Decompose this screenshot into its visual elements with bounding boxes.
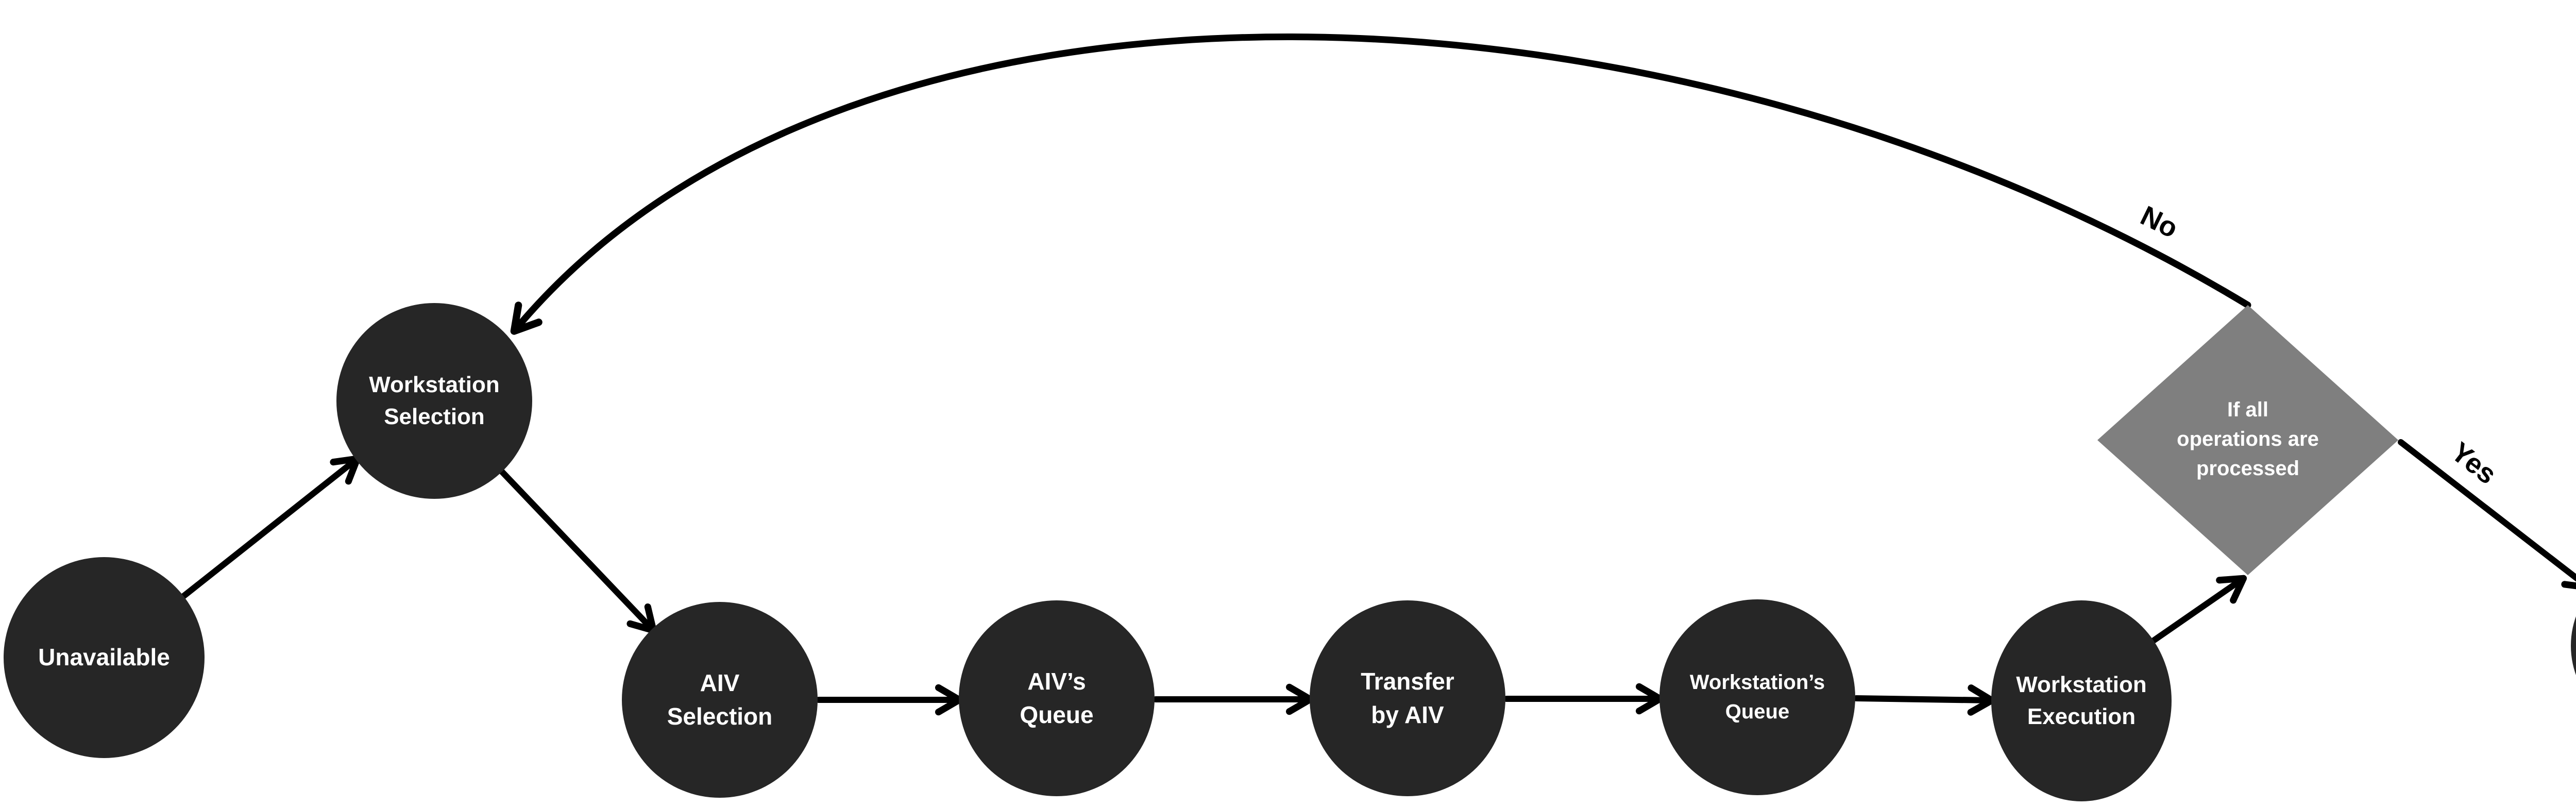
node-workstation-execution: Workstation Execution <box>1991 600 2172 801</box>
decision-label-line: If all <box>2227 398 2269 421</box>
node-workstations-queue: Workstation’s Queue <box>1659 599 1855 795</box>
edge-decision-no-to-workstation-selection <box>510 33 2251 335</box>
decision-label-line: processed <box>2196 457 2300 480</box>
node-unavailable: Unavailable <box>4 557 205 758</box>
node-aivs-queue: AIV’s Queue <box>959 600 1155 796</box>
node-label: Unavailable <box>38 644 170 671</box>
edge-workstation-selection-to-aiv-selection <box>499 468 657 634</box>
node-label: Workstation <box>369 372 500 397</box>
node-label: Selection <box>384 404 485 429</box>
node-aiv-selection: AIV Selection <box>622 602 818 798</box>
node-workstation-selection: Workstation Selection <box>336 303 532 499</box>
node-transfer-by-aiv: Transfer by AIV <box>1310 600 1505 796</box>
decision-diamond-shape <box>2097 305 2398 575</box>
edge-workstations-queue-to-workstation-execution <box>1853 684 1995 716</box>
edge-unavailable-to-workstation-selection <box>180 455 361 599</box>
edge-workstation-execution-to-decision <box>2150 575 2247 644</box>
node-label: AIV’s <box>1027 667 1086 695</box>
node-label: Queue <box>1020 701 1094 728</box>
node-label: AIV <box>700 669 740 696</box>
node-label: Queue <box>1725 700 1790 723</box>
node-label: Workstation <box>2016 671 2147 697</box>
decision-label: If all operations are processed <box>2140 395 2356 483</box>
node-executed: Executed <box>2571 553 2576 738</box>
node-label: Execution <box>2027 704 2136 729</box>
node-label: Selection <box>667 703 773 730</box>
node-label: Workstation’s <box>1689 671 1825 694</box>
node-label: by AIV <box>1371 701 1444 728</box>
decision-label-line: operations are <box>2177 427 2319 450</box>
node-label: Transfer <box>1361 667 1454 695</box>
edge-decision-yes-to-executed <box>2398 439 2576 591</box>
